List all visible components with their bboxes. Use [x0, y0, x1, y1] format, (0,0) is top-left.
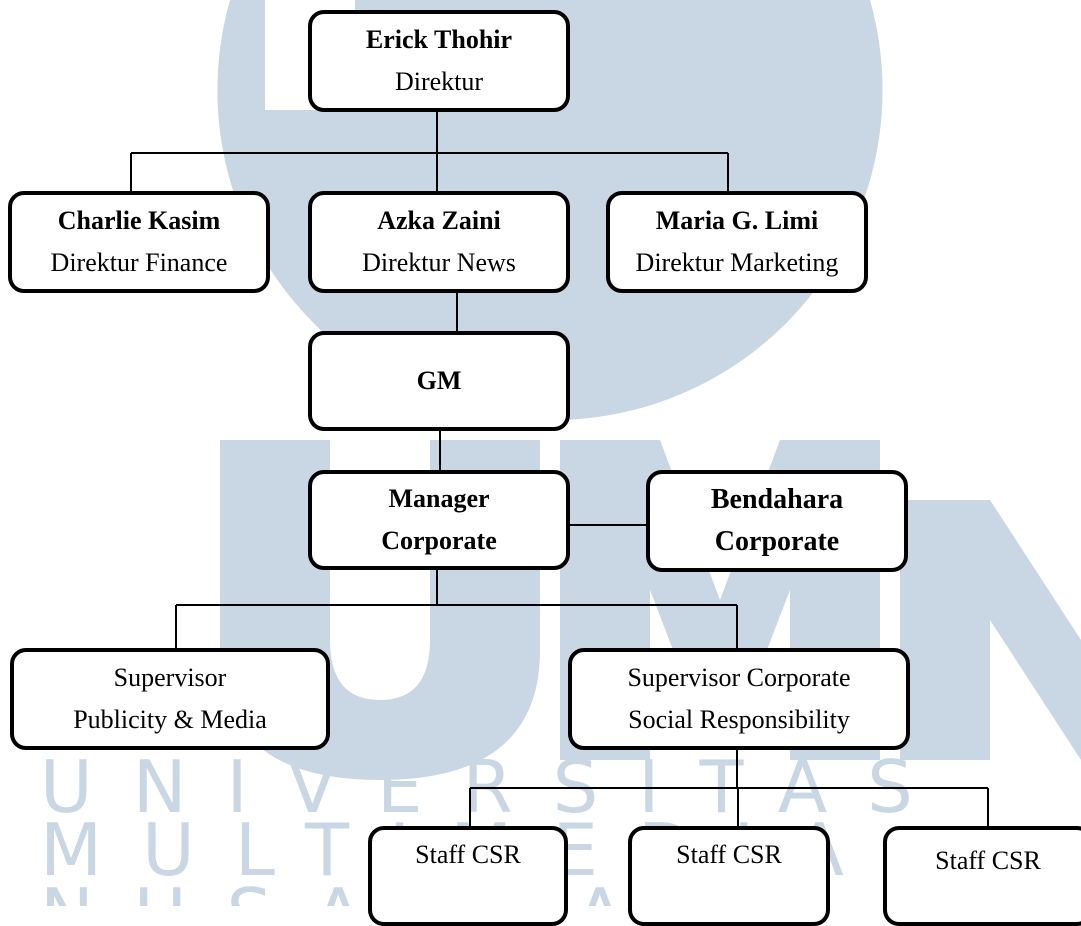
node-marketing-role: Direktur Marketing [635, 247, 839, 277]
node-finance-role: Direktur Finance [50, 247, 228, 277]
node-staff-2-label: Staff CSR [676, 840, 782, 869]
node-direktur-finance: Charlie Kasim Direktur Finance [8, 191, 270, 293]
node-publicity-line1: Supervisor [113, 663, 227, 693]
node-finance-name: Charlie Kasim [57, 206, 221, 236]
node-news-role: Direktur News [362, 247, 516, 277]
letter-n-shape [900, 500, 1081, 760]
node-manager-line2: Corporate [381, 526, 497, 555]
node-publicity-line2: Publicity & Media [73, 704, 267, 734]
node-staff-3-label: Staff CSR [935, 846, 1041, 875]
node-marketing-name: Maria G. Limi [655, 206, 819, 236]
node-supervisor-publicity: Supervisor Publicity & Media [10, 648, 330, 750]
node-csr-supervisor-line1: Supervisor Corporate [627, 663, 851, 693]
org-chart-connectors [130, 112, 989, 826]
node-news-name: Azka Zaini [377, 206, 501, 236]
node-staff-1-label: Staff CSR [415, 840, 521, 869]
node-supervisor-csr: Supervisor Corporate Social Responsibili… [568, 648, 910, 750]
node-direktur-name: Erick Thohir [365, 25, 513, 55]
node-bendahara-line2: Corporate [714, 525, 840, 557]
node-direktur-news: Azka Zaini Direktur News [308, 191, 570, 293]
node-direktur-marketing: Maria G. Limi Direktur Marketing [606, 191, 868, 293]
node-staff-csr-3: Staff CSR [883, 826, 1081, 926]
node-bendahara-line1: Bendahara [710, 483, 844, 515]
node-gm: GM [308, 331, 570, 431]
node-staff-csr-1: Staff CSR [368, 826, 568, 926]
node-csr-supervisor-line2: Social Responsibility [628, 704, 850, 734]
node-direktur: Erick Thohir Direktur [308, 10, 570, 112]
node-gm-name: GM [416, 366, 462, 396]
node-manager-line1: Manager [388, 484, 490, 514]
node-staff-csr-2: Staff CSR [628, 826, 830, 926]
node-direktur-role: Direktur [394, 66, 484, 96]
node-manager-corporate: Manager Corporate [308, 470, 570, 570]
node-bendahara-corporate: Bendahara Corporate [646, 470, 908, 572]
